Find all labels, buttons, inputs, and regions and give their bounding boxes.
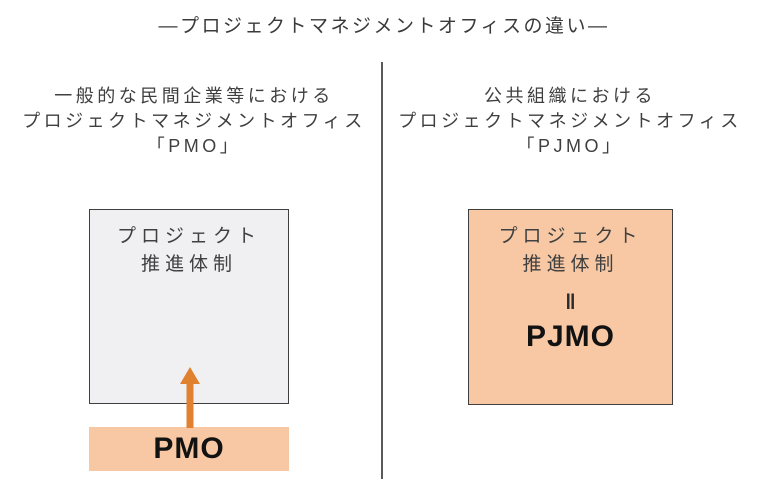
- right-column-header: 公共組織における プロジェクトマネジメントオフィス 「PJMO」: [392, 84, 748, 159]
- up-arrow-shape: [180, 367, 200, 428]
- right-header-line1: 公共組織における: [484, 86, 656, 106]
- right-header-line2: プロジェクトマネジメントオフィス: [398, 111, 742, 131]
- pmo-label: PMO: [153, 432, 225, 465]
- pmo-box: PMO: [89, 427, 289, 471]
- left-column-header: 一般的な民間企業等における プロジェクトマネジメントオフィス 「PMO」: [13, 84, 375, 159]
- equals-symbol: ‖: [565, 291, 576, 314]
- column-divider: [381, 62, 383, 479]
- left-structure-line2: 推進体制: [140, 254, 237, 275]
- diagram-title: ―プロジェクトマネジメントオフィスの違い―: [158, 16, 610, 37]
- left-header-line3: 「PMO」: [146, 136, 242, 156]
- right-header-line3: 「PJMO」: [516, 136, 624, 156]
- right-structure-line1: プロジェクト: [498, 226, 643, 247]
- left-header-line2: プロジェクトマネジメントオフィス: [22, 111, 366, 131]
- left-header-line1: 一般的な民間企業等における: [54, 86, 334, 106]
- right-structure-box: プロジェクト 推進体制 ‖ PJMO: [468, 209, 673, 405]
- up-arrow-icon: [180, 367, 200, 428]
- left-structure-line1: プロジェクト: [116, 226, 261, 247]
- pjmo-label: PJMO: [525, 320, 616, 353]
- right-structure-line2: 推進体制: [522, 254, 619, 275]
